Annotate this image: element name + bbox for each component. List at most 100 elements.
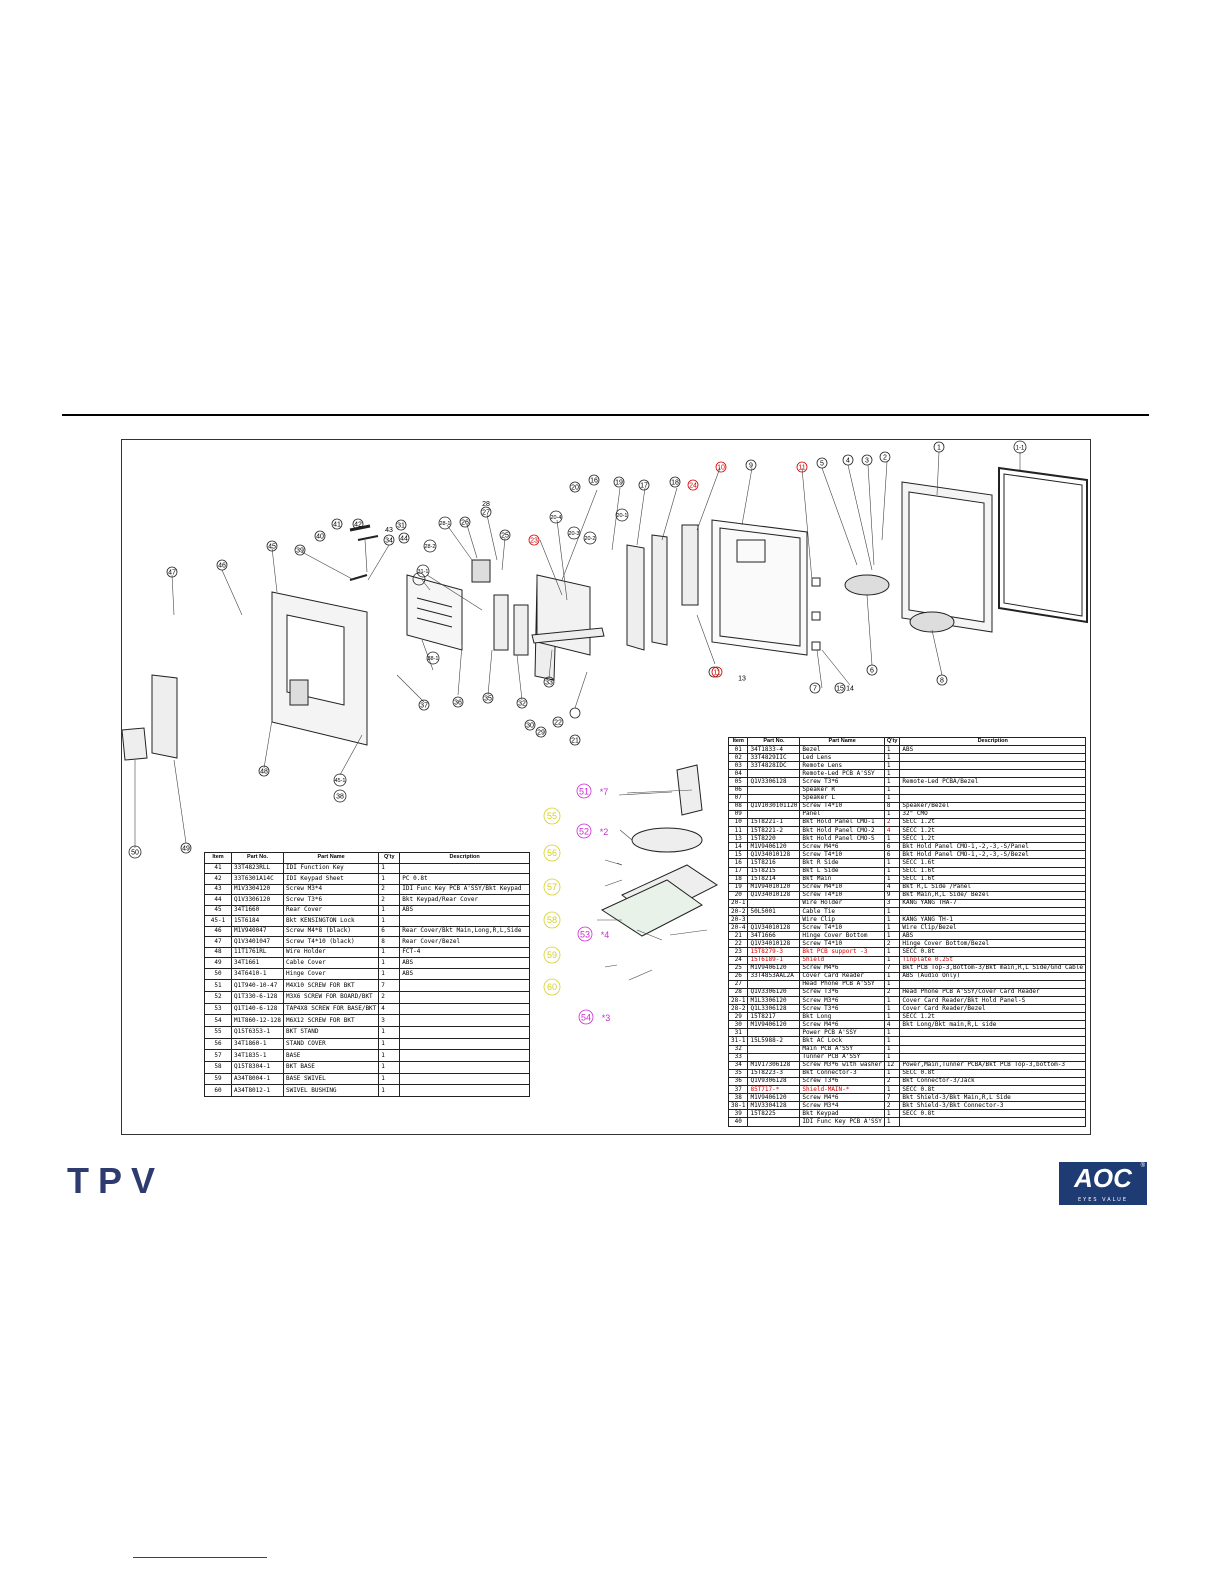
- cell-item: 54: [204, 1014, 232, 1027]
- cell-desc: [399, 979, 530, 992]
- cell-part: M1V9406120: [747, 842, 801, 852]
- cell-item: 28-2: [727, 1004, 749, 1014]
- cell-part: M1V940047: [231, 925, 284, 937]
- cell-item: 10: [727, 817, 749, 828]
- cell-item: 39: [727, 1109, 749, 1119]
- cell-qty: 1: [883, 1036, 901, 1046]
- cell-name: BASE: [282, 1049, 380, 1062]
- cell-part: [747, 1052, 801, 1062]
- cell-name: Bkt Main: [799, 874, 885, 884]
- cell-qty: 1: [883, 1117, 901, 1127]
- col-item: Item: [204, 852, 232, 864]
- cell-part: Q1V34010128: [747, 923, 801, 933]
- cell-desc: Head Phone PCB A'SSY/Cover Card Reader: [899, 987, 1087, 998]
- cell-desc: SECC 1.2t: [899, 817, 1087, 828]
- cell-qty: 2: [378, 894, 401, 906]
- callout-58: 58: [547, 915, 557, 925]
- callout-57: 57: [547, 882, 557, 892]
- cell-name: Shield-MAIN-*: [799, 1085, 885, 1095]
- cell-desc: Tinplate 0.25t: [899, 955, 1087, 965]
- header-rule: [62, 414, 1149, 416]
- cell-desc: PC 0.8t: [399, 873, 530, 885]
- cell-item: 24: [727, 955, 749, 965]
- callout-14: 14: [846, 686, 854, 693]
- cell-desc: [399, 1025, 530, 1039]
- cell-item: 57: [204, 1049, 232, 1062]
- cell-qty: 1: [883, 971, 901, 981]
- cell-part: 50L5001: [747, 906, 801, 917]
- cell-part: 15T8216: [747, 858, 801, 868]
- cell-desc: Bkt Hold Panel CMO-1,-2,-3,-S/Panel: [899, 842, 1087, 852]
- cell-desc: Cover Card Reader/Bkt Hold Panel-S: [899, 995, 1087, 1006]
- cell-name: IDI Func Key PCB A'SSY: [799, 1117, 885, 1127]
- cell-qty: 1: [883, 1068, 901, 1078]
- cell-name: Screw M4*10: [799, 882, 885, 892]
- cell-name: Bkt KENSINGTON Lock: [282, 915, 380, 927]
- cell-desc: Cover Card Reader/Bezel: [899, 1004, 1087, 1014]
- cell-qty: 2: [883, 987, 901, 998]
- cell-part: M1L3306120: [747, 995, 801, 1006]
- cell-item: 26: [727, 971, 749, 981]
- callout-10: 10: [717, 465, 725, 472]
- cell-qty: 1: [883, 1044, 901, 1054]
- cell-item: 53: [204, 1002, 232, 1016]
- cell-name: Main PCB A'SSY: [799, 1044, 885, 1054]
- callout-3: 3: [865, 458, 869, 465]
- cell-item: 13: [727, 834, 749, 844]
- cell-part: M1T860-12-128: [231, 1014, 284, 1027]
- cell-part: A34T8012-1: [231, 1084, 284, 1098]
- cell-name: Bkt Long: [799, 1012, 885, 1022]
- callout-54-qty: *3: [602, 1013, 611, 1023]
- callout-52-qty: *2: [600, 827, 609, 837]
- cell-name: Tunner PCB A'SSY: [799, 1052, 885, 1062]
- cell-qty: 7: [883, 963, 901, 973]
- cell-desc: ABS: [399, 904, 530, 916]
- cell-desc: ABS (Audio Only): [899, 971, 1087, 981]
- cell-desc: [399, 1084, 530, 1098]
- cell-desc: SECC 1.2t: [899, 834, 1087, 844]
- cell-name: Screw T4*10: [799, 850, 885, 860]
- callout-39: 39: [296, 548, 304, 555]
- cell-part: Q1V3306120: [747, 987, 801, 998]
- cell-item: 20-4: [727, 923, 749, 933]
- cell-name: Bkt Hold Panel CMO-1: [799, 817, 885, 828]
- cell-name: Panel: [799, 809, 885, 819]
- cell-item: 35: [727, 1068, 749, 1078]
- cell-part: Q1V3306128: [747, 777, 801, 787]
- cell-qty: 1: [883, 793, 901, 803]
- col-qty: Q'ty: [378, 852, 401, 864]
- cell-desc: [399, 1014, 530, 1027]
- cell-desc: [899, 1036, 1087, 1046]
- footer-link-underline[interactable]: [133, 1557, 267, 1558]
- cell-part: Q1V34010128: [747, 890, 801, 900]
- cell-qty: 1: [883, 866, 901, 876]
- callout-24: 24: [689, 483, 697, 490]
- cell-part: [747, 793, 801, 803]
- cell-qty: 1: [883, 777, 901, 787]
- callout-29: 29: [537, 730, 545, 737]
- cell-name: IDI Function Key: [282, 862, 380, 874]
- cell-name: Screw M4*6: [799, 842, 885, 852]
- cell-part: [747, 1028, 801, 1038]
- cell-qty: 4: [883, 826, 901, 836]
- cell-desc: SECC 0.8t: [899, 1109, 1087, 1119]
- callout-44: 44: [400, 536, 408, 543]
- cell-part: Q1V9306128: [747, 1076, 801, 1087]
- cell-part: Q1V34010128: [747, 939, 801, 949]
- cell-qty: 1: [883, 955, 901, 965]
- exploded-view-art: 1 1-1 2 3 4 5 6 7 8 9 10 11 11 13 14 15 …: [122, 440, 1088, 1025]
- cell-item: 16: [727, 858, 749, 868]
- callout-22: 22: [554, 720, 562, 727]
- cell-item: 02: [727, 753, 749, 763]
